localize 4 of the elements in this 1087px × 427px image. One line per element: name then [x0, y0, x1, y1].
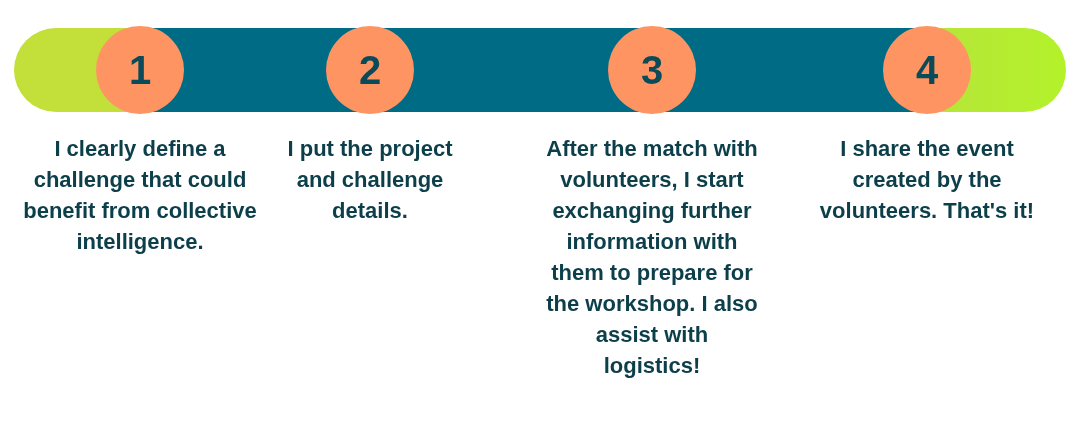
step-description: After the match with volunteers, I start exchanging further information with them to prepare for the workshop. I also assist with logistics!: [545, 135, 759, 380]
step-description: I share the event created by the volunteers. That's it!: [818, 135, 1036, 225]
step-description: I put the project and challenge details.: [286, 135, 454, 225]
step-description: I clearly define a challenge that could benefit from collective intelligence.: [22, 135, 258, 256]
